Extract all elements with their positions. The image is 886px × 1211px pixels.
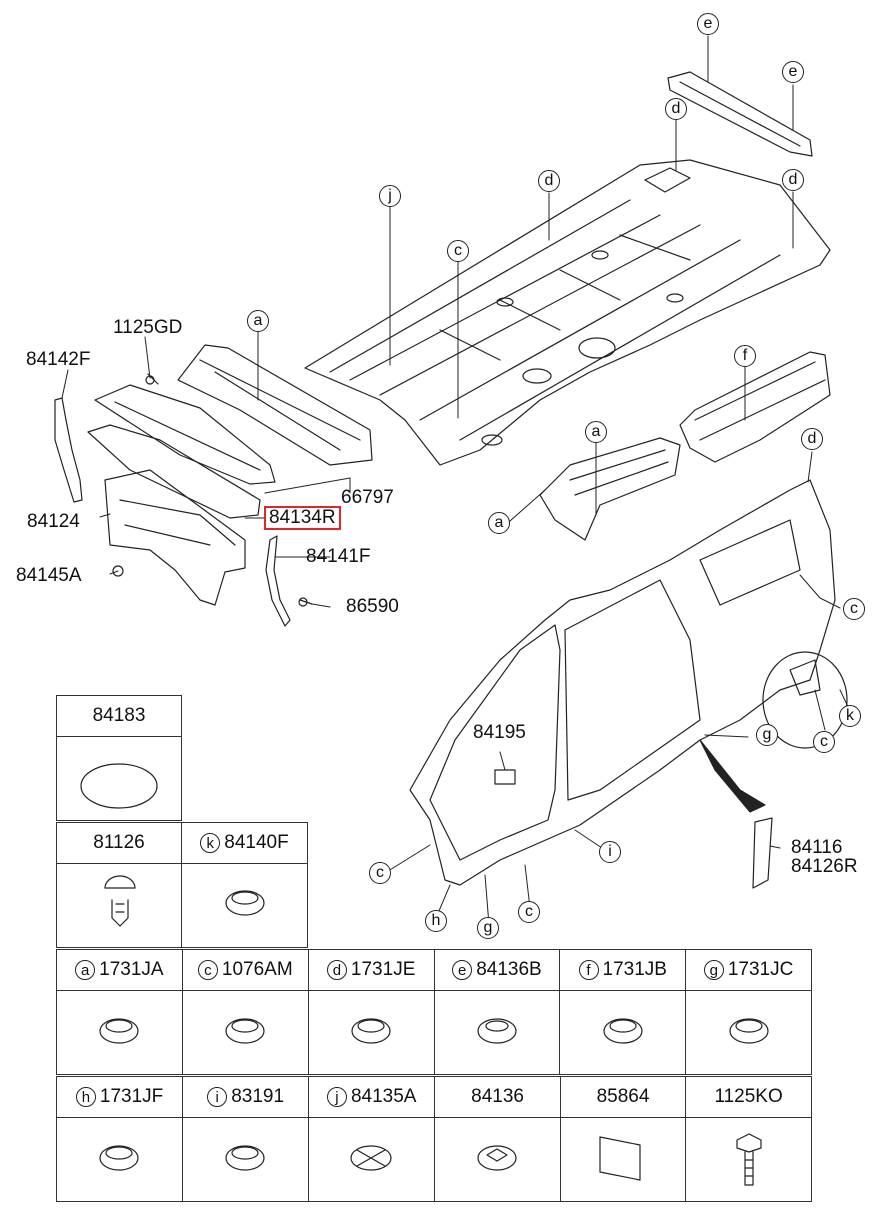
legend-code: 83191 bbox=[231, 1085, 285, 1107]
legend-image-cell bbox=[559, 1117, 687, 1202]
legend-image-cell bbox=[307, 990, 435, 1075]
side-body-panel bbox=[409, 479, 848, 889]
legend-image-cell bbox=[55, 1117, 184, 1202]
part-label-84141f: 84141F bbox=[306, 546, 371, 567]
callout-d: d bbox=[782, 169, 804, 191]
rear-floor bbox=[679, 351, 831, 463]
callout-c: c bbox=[369, 862, 391, 884]
callout-f: f bbox=[734, 345, 756, 367]
legend-image-cell bbox=[182, 1117, 310, 1202]
legend-header: 1125KO bbox=[685, 1076, 812, 1118]
callout-d: d bbox=[538, 170, 560, 192]
legend-letter: f bbox=[578, 959, 599, 980]
legend-code: 81126 bbox=[93, 831, 145, 853]
legend-letter: i bbox=[207, 1086, 228, 1107]
legend-letter: j bbox=[326, 1086, 347, 1107]
legend-code: 85864 bbox=[596, 1085, 650, 1107]
legend-image-cell bbox=[685, 990, 812, 1075]
callout-c: c bbox=[518, 901, 540, 923]
callout-e: e bbox=[782, 61, 804, 83]
callout-c: c bbox=[813, 731, 835, 753]
part-label-84145a: 84145A bbox=[16, 565, 82, 586]
legend-image-cell bbox=[308, 1117, 436, 1202]
legend-code: 84136B bbox=[476, 958, 542, 980]
legend-header: 84136 bbox=[434, 1076, 561, 1118]
part-label-84116: 84116 bbox=[791, 837, 843, 858]
legend-letter: h bbox=[75, 1086, 96, 1107]
part-label-86590: 86590 bbox=[346, 596, 399, 617]
legend-image-cell bbox=[181, 863, 308, 948]
part-label-84134r-highlighted[interactable]: 84134R bbox=[264, 506, 341, 530]
legend-image-cell bbox=[559, 990, 687, 1075]
callout-d: d bbox=[801, 428, 823, 450]
leader-lines bbox=[61, 35, 853, 926]
legend-row-1: 84183 bbox=[56, 695, 182, 821]
legend-image-cell bbox=[181, 990, 309, 1075]
callout-h: h bbox=[425, 910, 447, 932]
legend-image-cell bbox=[685, 1117, 812, 1202]
callout-a: a bbox=[488, 512, 510, 534]
legend-code: 1731JA bbox=[99, 958, 164, 980]
callout-c: c bbox=[843, 598, 865, 620]
legend-code: 84140F bbox=[224, 831, 289, 853]
legend-code: 84135A bbox=[350, 1085, 417, 1107]
callout-g: g bbox=[477, 917, 499, 939]
legend-header: 84183 bbox=[56, 695, 182, 737]
part-label-84124: 84124 bbox=[27, 511, 80, 532]
legend-letter: k bbox=[200, 832, 221, 853]
callout-k: k bbox=[839, 705, 861, 727]
legend-code: 1731JB bbox=[602, 958, 667, 980]
center-floor bbox=[539, 437, 681, 541]
callout-d: d bbox=[665, 98, 687, 120]
legend-letter: d bbox=[326, 959, 347, 980]
legend-code: 84136 bbox=[471, 1085, 524, 1107]
legend-header: 85864 bbox=[559, 1076, 687, 1118]
part-label-84126r: 84126R bbox=[791, 856, 858, 877]
callout-g: g bbox=[756, 724, 778, 746]
legend-image-cell bbox=[434, 1117, 561, 1202]
legend-image-cell bbox=[433, 990, 561, 1075]
part-label-84142f: 84142F bbox=[26, 349, 91, 370]
legend-letter: c bbox=[197, 959, 218, 980]
legend-letter: a bbox=[75, 959, 96, 980]
legend-letter: g bbox=[703, 959, 724, 980]
legend-code: 1125KO bbox=[714, 1085, 783, 1107]
cowl-panels bbox=[54, 344, 373, 627]
callout-j: j bbox=[379, 185, 401, 207]
legend-header: 81126 bbox=[56, 822, 182, 864]
callout-i: i bbox=[599, 841, 621, 863]
callout-a: a bbox=[585, 421, 607, 443]
legend-code: 1731JE bbox=[350, 958, 416, 980]
legend-image-cell bbox=[56, 990, 183, 1075]
legend-image-cell bbox=[56, 736, 182, 821]
callout-c: c bbox=[447, 240, 469, 262]
part-label-1125gd: 1125GD bbox=[113, 317, 183, 338]
legend-code: 84183 bbox=[92, 704, 146, 726]
legend-code: 1731JC bbox=[727, 958, 794, 980]
roof-bow bbox=[667, 71, 813, 157]
legend-code: 1076AM bbox=[221, 958, 293, 980]
callout-e: e bbox=[697, 13, 719, 35]
part-label-84195: 84195 bbox=[473, 722, 526, 743]
legend-letter: e bbox=[452, 959, 473, 980]
part-label-66797: 66797 bbox=[341, 487, 394, 508]
floor-panel bbox=[304, 159, 831, 466]
legend-code: 1731JF bbox=[99, 1085, 164, 1107]
legend-image-cell bbox=[56, 863, 182, 948]
callout-a: a bbox=[247, 310, 269, 332]
